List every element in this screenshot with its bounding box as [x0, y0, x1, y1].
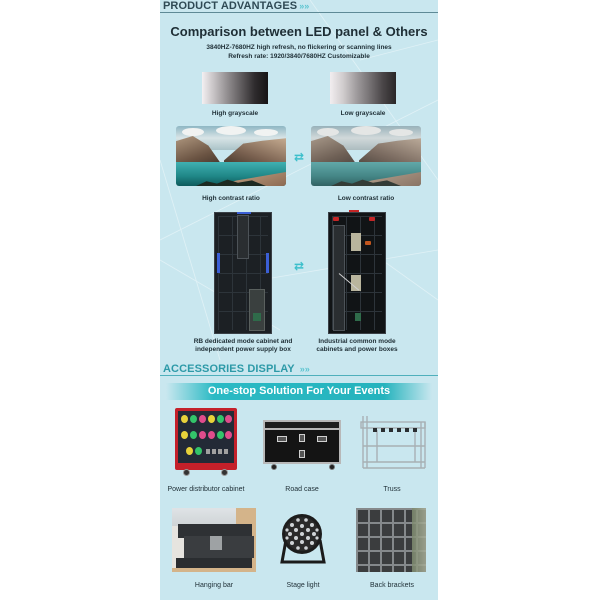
- back-brackets-label: Back brackets: [370, 582, 414, 589]
- low-contrast-photo: [311, 126, 421, 186]
- power-distributor-cabinet-label: Power distributor cabinet: [167, 486, 245, 493]
- industrial-cabinet-image: [328, 210, 386, 334]
- comparison-title: Comparison between LED panel & Others: [170, 24, 428, 39]
- low-contrast-label: Low contrast ratio: [337, 195, 395, 202]
- one-stop-solution-banner: One-stop Solution For Your Events: [166, 383, 432, 400]
- low-grayscale-swatch: [330, 72, 396, 104]
- high-contrast-photo: [176, 126, 286, 186]
- stage-light-image: [280, 514, 326, 564]
- section-title: PRODUCT ADVANTAGES: [163, 0, 298, 12]
- high-contrast-label: High contrast ratio: [202, 195, 260, 202]
- industrial-cabinet-label-line2: cabinets and power boxes: [316, 346, 398, 353]
- stage-light-label: Stage light: [286, 582, 320, 589]
- hanging-bar-label: Hanging bar: [194, 582, 234, 589]
- rb-cabinet-label-line1: RB dedicated mode cabinet and: [193, 338, 293, 345]
- rb-cabinet-label-line2: independent power supply box: [195, 346, 291, 353]
- section-header-accessories-display: ACCESSORIES DISPLAY »»: [160, 362, 438, 376]
- comparison-subtitle: 3840HZ-7680HZ high refresh, no flickerin…: [206, 44, 392, 51]
- truss-label: Truss: [383, 486, 401, 493]
- high-grayscale-swatch: [202, 72, 268, 104]
- truss-image: [360, 416, 426, 469]
- road-case-image: [263, 420, 341, 470]
- industrial-cabinet-label: Industrial common mode cabinets and powe…: [302, 338, 412, 354]
- compare-arrows-icon: ⇄: [293, 259, 305, 273]
- double-chevron-icon: »»: [299, 1, 310, 11]
- low-grayscale-label: Low grayscale: [340, 110, 386, 117]
- product-page: PRODUCT ADVANTAGES »» Comparison between…: [160, 0, 438, 600]
- compare-arrows-icon: ⇄: [293, 150, 305, 164]
- rb-cabinet-label: RB dedicated mode cabinet and independen…: [188, 338, 298, 354]
- back-brackets-image: [356, 508, 426, 572]
- road-case-label: Road case: [285, 486, 319, 493]
- section-title: ACCESSORIES DISPLAY: [163, 363, 295, 375]
- power-distributor-cabinet-image: [175, 408, 237, 476]
- section-header-product-advantages: PRODUCT ADVANTAGES »»: [160, 0, 438, 13]
- double-chevron-icon: »»: [299, 364, 310, 374]
- rb-cabinet-image: [214, 212, 272, 334]
- high-grayscale-label: High grayscale: [211, 110, 259, 117]
- industrial-cabinet-label-line1: Industrial common mode: [318, 338, 396, 345]
- refresh-rate-text: Refresh rate: 1920/3840/7680HZ Customiza…: [228, 53, 370, 60]
- hanging-bar-image: [172, 508, 256, 572]
